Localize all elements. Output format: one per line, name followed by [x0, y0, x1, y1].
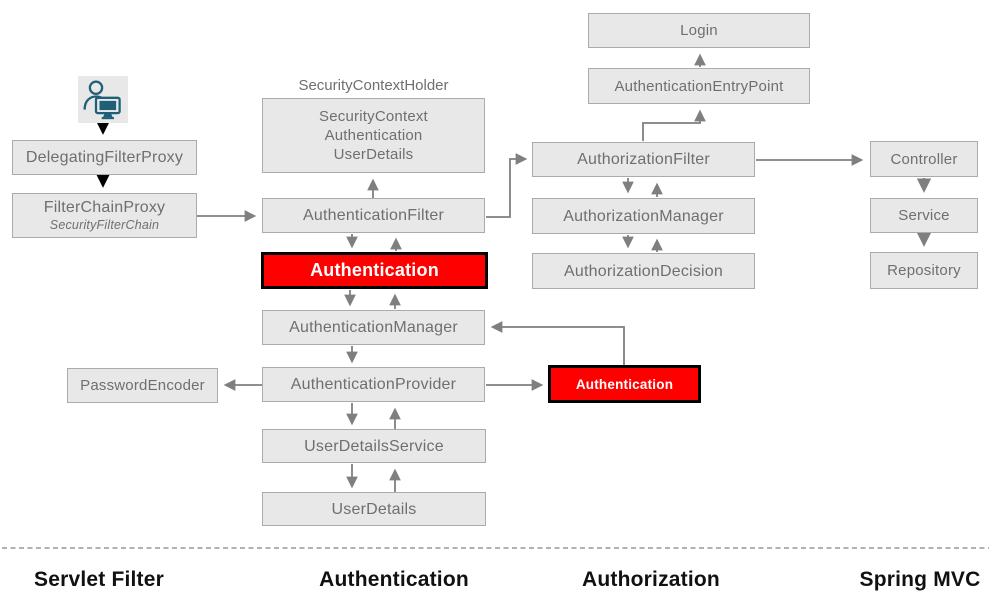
node-authentication-filter: AuthenticationFilter	[262, 198, 485, 233]
filter-chain-proxy-title: FilterChainProxy	[43, 199, 166, 216]
node-authentication-manager: AuthenticationManager	[262, 310, 485, 345]
authentication-line: Authentication	[324, 127, 423, 144]
edge-authentication-result-to-authmanager	[490, 321, 625, 365]
node-service: Service	[870, 198, 978, 233]
security-context-line: SecurityContext	[319, 108, 428, 125]
node-security-context-box: SecurityContext Authentication UserDetai…	[262, 98, 485, 173]
node-delegating-filter-proxy: DelegatingFilterProxy	[12, 140, 197, 175]
node-authorization-manager: AuthorizationManager	[532, 198, 755, 234]
node-controller: Controller	[870, 141, 978, 177]
node-password-encoder: PasswordEncoder	[67, 368, 218, 403]
node-authorization-filter: AuthorizationFilter	[532, 142, 755, 177]
security-context-holder-title: SecurityContextHolder	[298, 77, 449, 94]
node-login: Login	[588, 13, 810, 48]
node-authentication-entry-point: AuthenticationEntryPoint	[588, 68, 810, 104]
node-authentication-highlight-main: Authentication	[261, 252, 488, 289]
node-authentication-provider: AuthenticationProvider	[262, 367, 485, 402]
user-details-line: UserDetails	[333, 146, 414, 163]
node-user-details: UserDetails	[262, 492, 486, 526]
node-user-details-service: UserDetailsService	[262, 429, 486, 463]
node-filter-chain-proxy: FilterChainProxy SecurityFilterChain	[12, 193, 197, 238]
node-repository: Repository	[870, 252, 978, 289]
lane-label-authorization: Authorization	[582, 568, 720, 591]
edge-authorizationfilter-to-entrypoint	[642, 109, 706, 141]
security-filter-chain-subtitle: SecurityFilterChain	[49, 218, 160, 232]
lane-label-authentication: Authentication	[319, 568, 469, 591]
node-authorization-decision: AuthorizationDecision	[532, 253, 755, 289]
edge-authfilter-to-authorizationfilter	[486, 153, 528, 218]
user-at-computer-icon	[78, 76, 128, 123]
node-authentication-highlight-result: Authentication	[548, 365, 701, 403]
lane-label-servlet-filter: Servlet Filter	[33, 568, 165, 591]
lane-label-spring-mvc: Spring MVC	[859, 568, 981, 591]
